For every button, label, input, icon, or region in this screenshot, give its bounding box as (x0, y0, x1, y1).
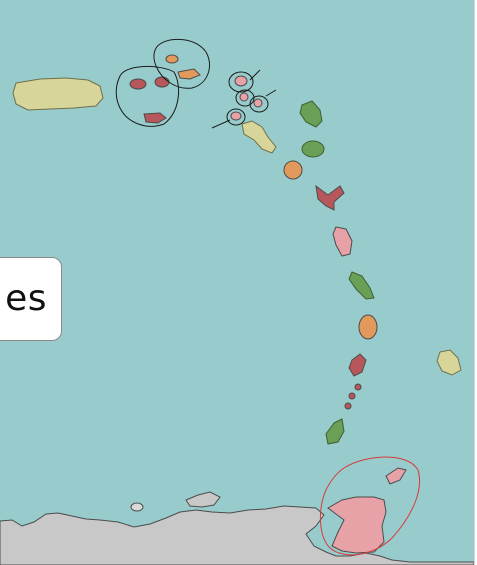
frame-edge (474, 0, 475, 565)
island-anguilla-1 (165, 54, 179, 64)
island-vi-3 (143, 112, 167, 124)
island-nevis (253, 98, 263, 108)
island-tobago (385, 467, 407, 485)
island-guadeloupe-2 (301, 140, 325, 158)
annotation-circle-vi (115, 66, 180, 127)
island-stlucia (332, 226, 353, 257)
map-label-box: es (0, 257, 62, 341)
island-martinique (315, 184, 345, 211)
island-anguilla-2 (177, 68, 201, 80)
annotation-circle-nevis (249, 95, 269, 113)
island-grenadine-2 (348, 392, 356, 400)
margarita-island (185, 491, 221, 508)
island-stkitts (239, 92, 249, 102)
annotation-tick-1 (211, 119, 231, 129)
small-island (130, 502, 144, 512)
island-grenadine-1 (354, 383, 362, 391)
annotation-tick-2 (249, 69, 261, 81)
island-saba (234, 75, 248, 87)
annotation-circle-trinidad (319, 456, 420, 556)
map-label-text: es (5, 278, 47, 319)
puerto-rico (12, 77, 104, 111)
annotation-tick-3 (265, 89, 277, 97)
island-guadeloupe-1 (299, 100, 323, 128)
island-grenadine-3 (344, 402, 352, 410)
annotation-circle-montserrat (226, 108, 246, 126)
island-grenadines (348, 353, 367, 377)
island-barbados (436, 349, 462, 376)
annotation-circle-stkitts (235, 89, 255, 107)
island-grenada (325, 418, 345, 445)
annotation-circle-anguilla (153, 38, 210, 89)
island-dominica (283, 160, 303, 180)
island-vi-2 (154, 76, 170, 88)
island-orange-south (358, 314, 378, 340)
annotation-circle-saba (228, 71, 254, 93)
island-vi-1 (129, 78, 147, 90)
island-trinidad (327, 496, 387, 554)
island-stvincent (348, 271, 375, 300)
south-america-coast (0, 505, 474, 565)
island-montserrat-small (230, 111, 242, 121)
island-antigua (241, 120, 277, 154)
